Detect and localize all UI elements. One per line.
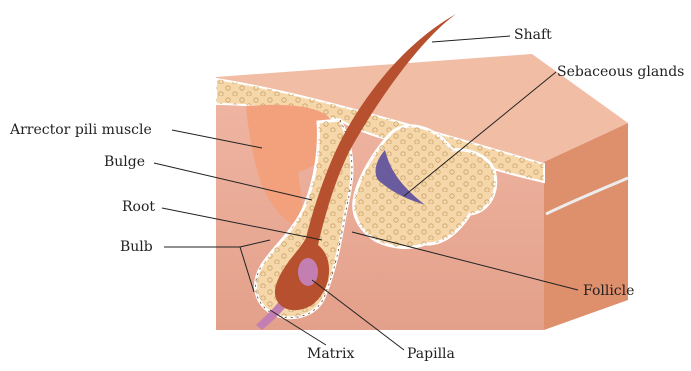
label-root: Root <box>122 199 155 215</box>
label-sebaceous-glands: Sebaceous glands <box>557 64 684 80</box>
label-arrector-pili-muscle: Arrector pili muscle <box>10 122 152 138</box>
label-follicle: Follicle <box>583 283 634 299</box>
label-shaft: Shaft <box>514 27 552 43</box>
label-papilla: Papilla <box>407 346 455 362</box>
label-matrix: Matrix <box>307 346 354 362</box>
label-bulge: Bulge <box>104 154 145 170</box>
shaft-leader <box>432 36 510 42</box>
label-bulb: Bulb <box>120 239 153 255</box>
